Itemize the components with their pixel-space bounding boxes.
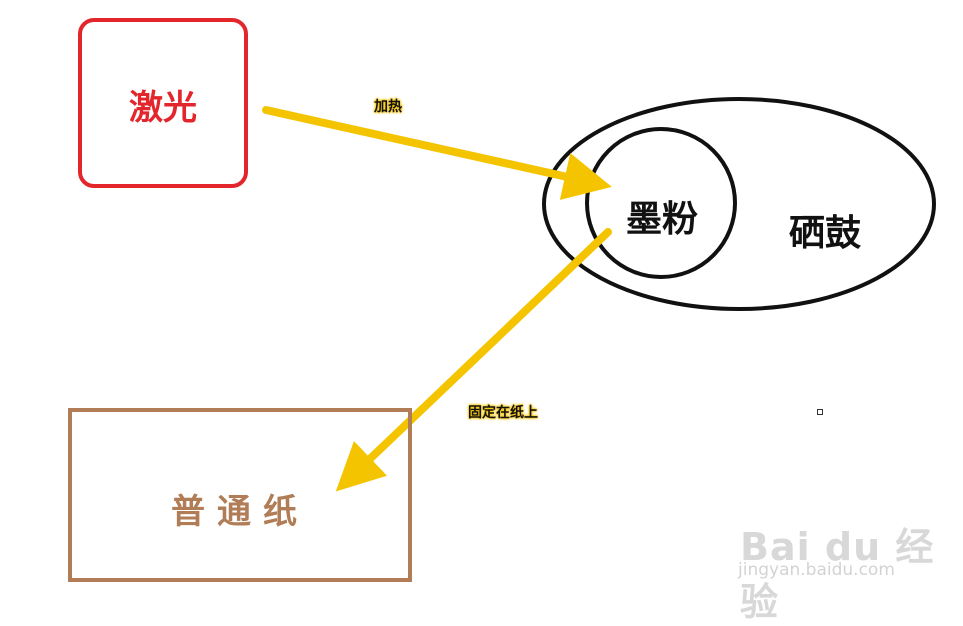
laser-label: 激光 (129, 88, 197, 128)
laser-box (78, 18, 248, 188)
heat-arrow (262, 106, 612, 200)
drum-label: 硒鼓 (788, 213, 861, 254)
paper-box (68, 408, 412, 582)
small-square-mark (817, 409, 823, 415)
drum-ellipse (542, 97, 936, 311)
toner-circle (585, 127, 737, 279)
diagram-canvas (262, 97, 936, 492)
paper-label: 普通纸 (171, 492, 309, 532)
watermark-url: jingyan.baidu.com (738, 560, 895, 580)
heat-label: 加热 (374, 99, 402, 115)
fix-arrow (335, 228, 612, 492)
fix-label: 固定在纸上 (468, 405, 538, 421)
toner-label: 墨粉 (625, 199, 698, 240)
